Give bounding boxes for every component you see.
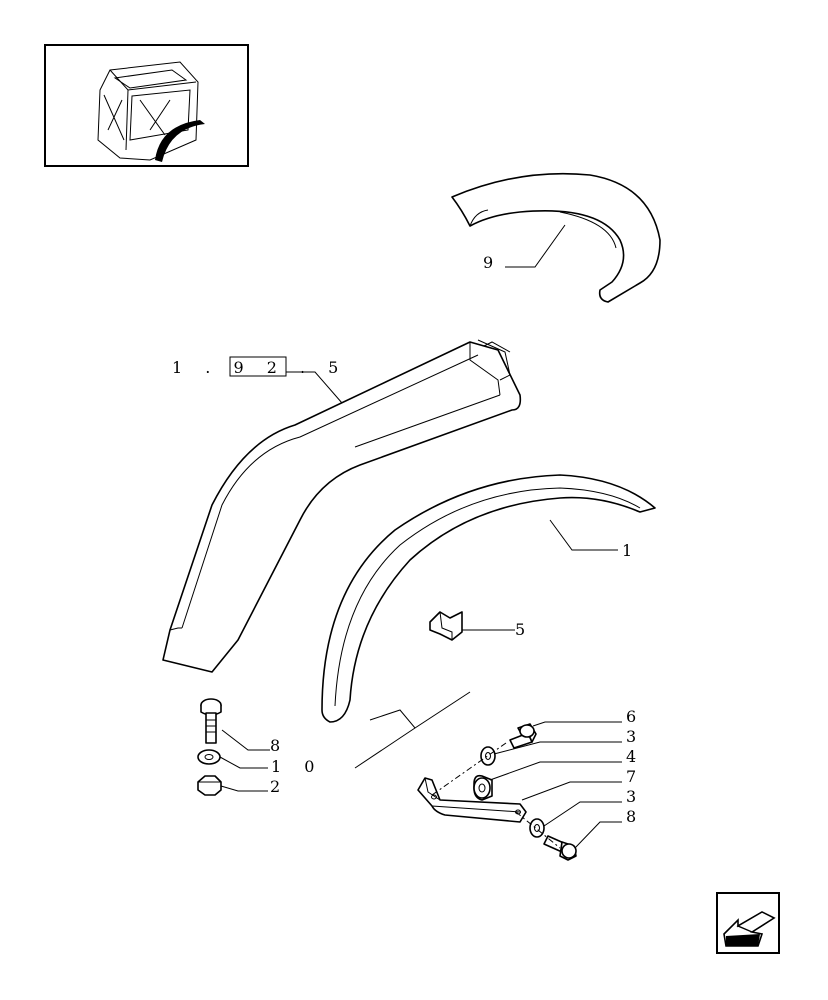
ref-fender-panel: 1 . 9 2 . 5: [162, 339, 522, 673]
back-arrow-nav-button[interactable]: [716, 892, 780, 954]
callout-8-right: 8: [626, 807, 636, 826]
left-fasteners: 8 1 0 2: [197, 698, 323, 796]
tractor-cab-icon: [97, 61, 205, 162]
part-1-fender: 1: [321, 474, 656, 769]
callout-ref-1-92-5: 1 . 9 2 . 5: [172, 358, 347, 377]
bolt-6: [509, 723, 537, 749]
arrow-back-icon: [723, 911, 776, 947]
callout-3-upper: 3: [626, 727, 636, 746]
callout-3-lower: 3: [626, 787, 636, 806]
callout-5: 5: [515, 620, 525, 639]
callout-4: 4: [626, 747, 636, 766]
callout-10: 1 0: [271, 757, 323, 776]
callout-8-left: 8: [270, 736, 280, 755]
nut-2-left: [197, 775, 222, 796]
callout-1: 1: [622, 541, 632, 560]
callout-6: 6: [626, 707, 636, 726]
washer-10-left: [197, 749, 221, 765]
washer-3-lower: [529, 818, 545, 838]
washer-3-upper: [480, 746, 496, 766]
bracket-7: [417, 777, 527, 823]
part-9-fender-extension: 9: [451, 172, 661, 303]
thumbnail-tractor-cab: [44, 44, 249, 167]
bushing-4: [473, 774, 493, 801]
bracket-assembly: 6 3 4 7 3 8: [417, 707, 636, 861]
callout-2: 2: [270, 777, 280, 796]
callout-9: 9: [483, 253, 493, 272]
callout-7: 7: [626, 767, 636, 786]
bolt-8-left: [200, 698, 222, 744]
part-5-clip: 5: [429, 611, 525, 641]
